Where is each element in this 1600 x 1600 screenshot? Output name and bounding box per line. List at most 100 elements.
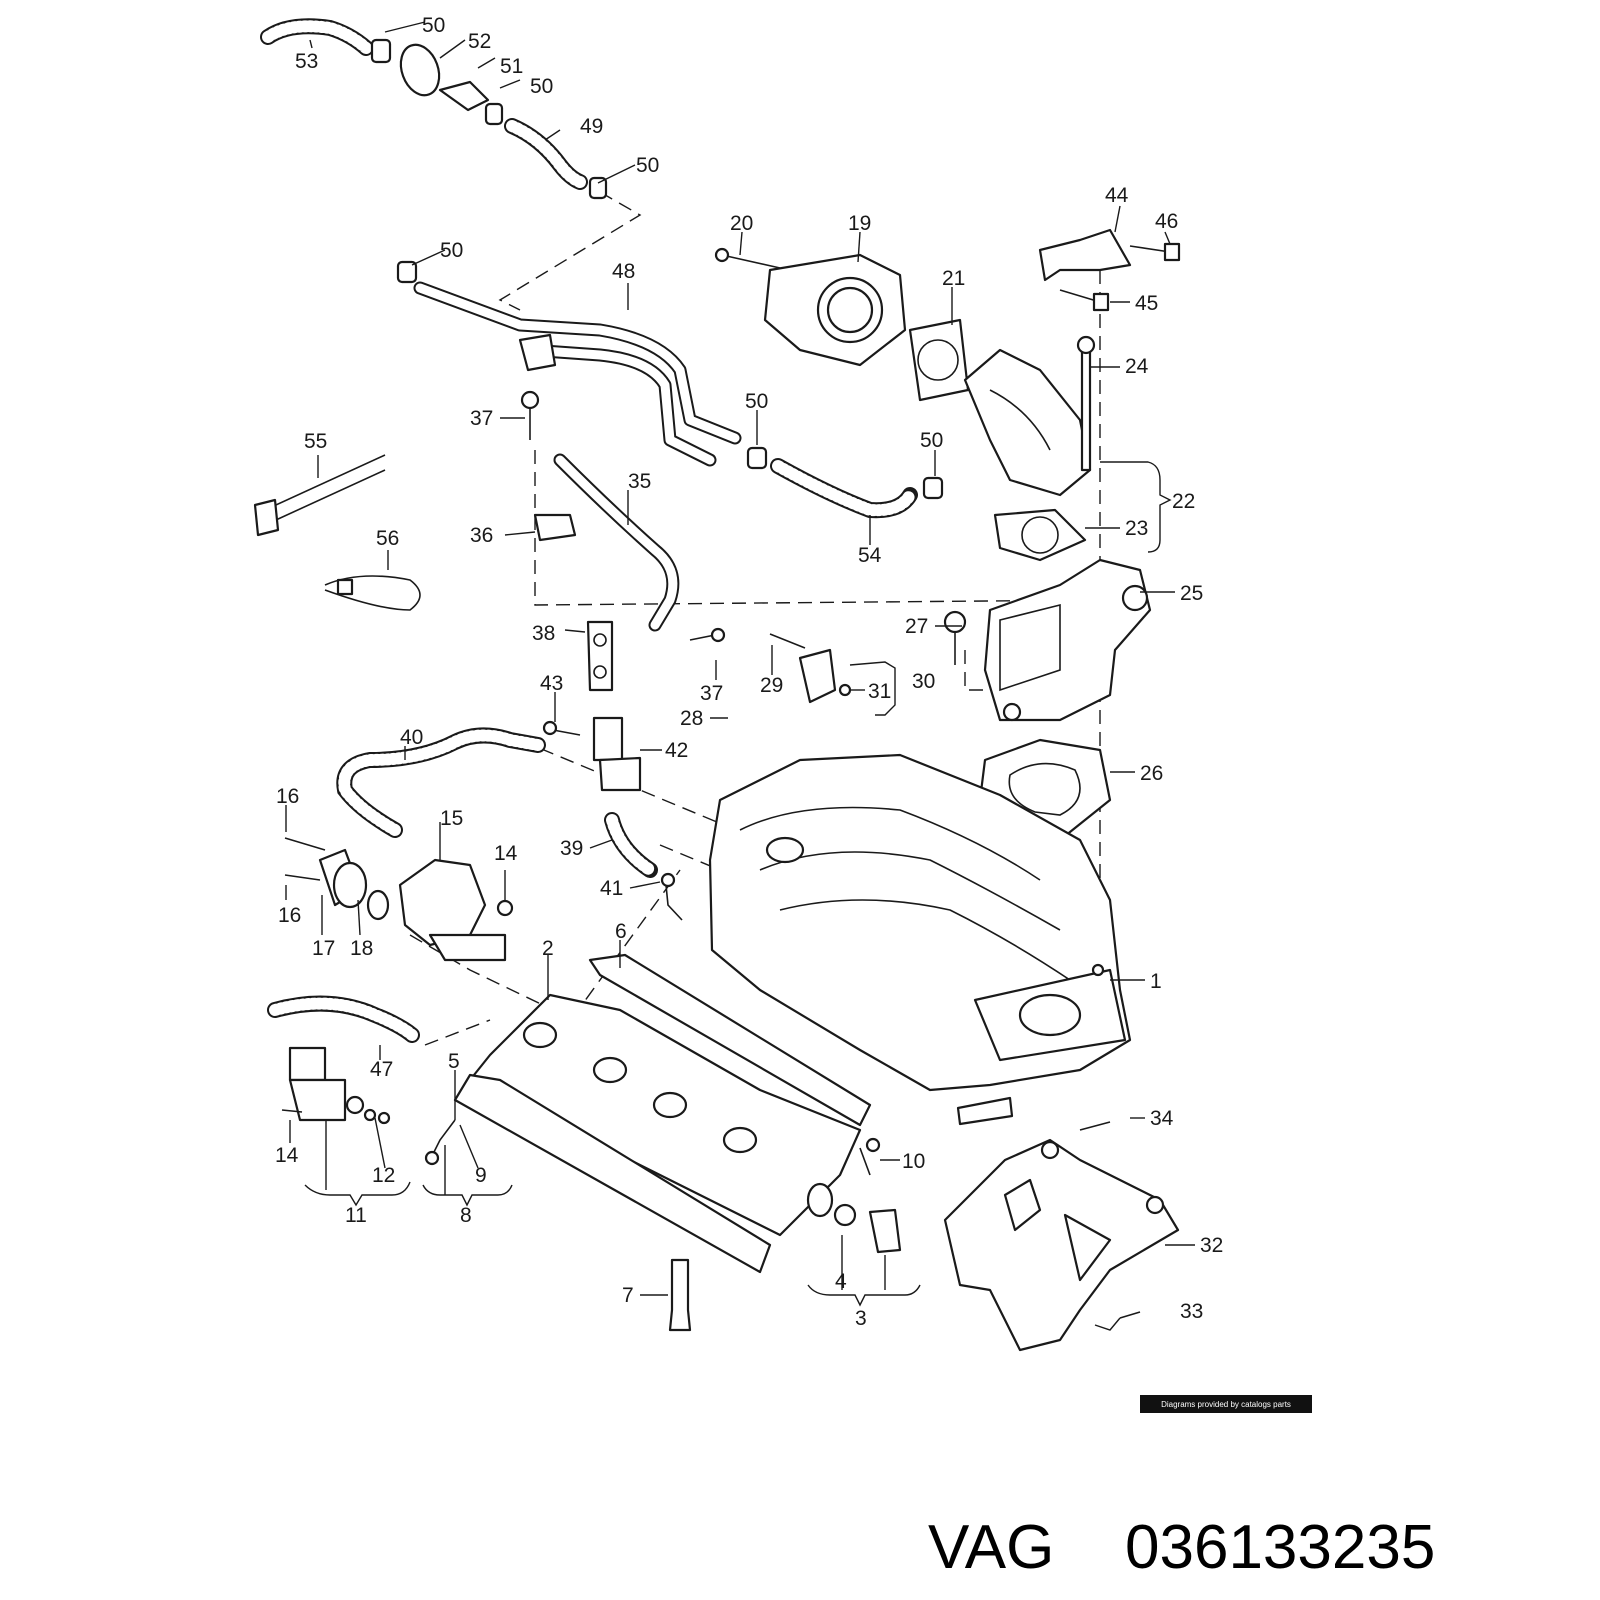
elbow-gasket: [993, 508, 1087, 562]
callout-6: 6: [615, 920, 627, 943]
callout-20: 20: [730, 212, 753, 235]
part-caption: VAG 036133235: [928, 1513, 1435, 1582]
callout-47: 47: [370, 1058, 393, 1081]
callout-4: 4: [835, 1270, 847, 1293]
vacuum-actuator: [284, 837, 514, 962]
callout-11: 11: [345, 1204, 367, 1227]
leader-lines: [285, 21, 1195, 1331]
callout-37-upper: 37: [470, 407, 493, 430]
callout-50-e: 50: [745, 390, 768, 413]
callout-1: 1: [1150, 970, 1162, 993]
callout-16-lower: 16: [278, 904, 301, 927]
credit-badge: Diagrams provided by catalogs parts: [1140, 1395, 1312, 1413]
callout-14-lower: 14: [275, 1144, 299, 1167]
elbow-stud: [1080, 343, 1092, 472]
callout-26: 26: [1140, 762, 1163, 785]
callout-25: 25: [1180, 582, 1203, 605]
callout-18: 18: [350, 937, 373, 960]
callout-24: 24: [1125, 355, 1149, 378]
callout-32: 32: [1200, 1234, 1223, 1257]
callout-50-b: 50: [530, 75, 553, 98]
callout-12: 12: [372, 1164, 395, 1187]
callout-51: 51: [500, 55, 523, 78]
return-hose: [746, 446, 944, 519]
hose-clamp: [922, 476, 944, 500]
callout-55: 55: [304, 430, 327, 453]
callout-3: 3: [855, 1307, 867, 1330]
callout-29: 29: [760, 674, 783, 697]
callout-9: 9: [475, 1164, 487, 1187]
caption-part-number: 036133235: [1125, 1513, 1435, 1582]
check-valve: [438, 80, 490, 112]
lower-intake-runner: [453, 953, 881, 1274]
callout-56: 56: [376, 527, 399, 550]
callout-43: 43: [540, 672, 563, 695]
credit-text: Diagrams provided by catalogs parts: [1161, 1400, 1291, 1409]
pipe-gasket: [533, 513, 577, 542]
clip-ring: [399, 43, 441, 97]
callout-52: 52: [468, 30, 491, 53]
callout-48: 48: [612, 260, 635, 283]
callout-8: 8: [460, 1204, 472, 1227]
callout-14-upper: 14: [494, 842, 518, 865]
pipe-bracket: [518, 333, 557, 372]
support-bracket: [1038, 228, 1181, 312]
callout-31: 31: [868, 680, 891, 703]
callout-17: 17: [312, 937, 335, 960]
callout-10: 10: [902, 1150, 925, 1173]
flange-gasket: [586, 620, 614, 692]
intake-manifold: [708, 753, 1132, 1126]
callout-38: 38: [532, 622, 555, 645]
callout-2: 2: [542, 937, 554, 960]
callout-16-upper: 16: [276, 785, 299, 808]
egr-pipe: [520, 390, 726, 692]
callout-23: 23: [1125, 517, 1148, 540]
callout-34: 34: [1150, 1107, 1174, 1130]
cable-ties: [253, 454, 421, 611]
egr-housing: [769, 558, 1152, 722]
assembly-braces: [304, 461, 1172, 1307]
callout-50-f: 50: [920, 429, 943, 452]
hose-clamp: [396, 260, 418, 284]
callout-30: 30: [912, 670, 935, 693]
callout-46: 46: [1155, 210, 1178, 233]
egr-bolt: [943, 610, 967, 634]
solenoid-valve: [592, 716, 624, 762]
vacuum-hose: [336, 716, 642, 838]
pipe-bolt: [520, 390, 540, 410]
callout-labels: 1 2 3 4 5 6 7 8 9 10 11 12 14 14 15 16 1…: [275, 14, 1223, 1330]
callout-45: 45: [1135, 292, 1158, 315]
caption-brand: VAG: [928, 1513, 1054, 1582]
small-hoses: [604, 812, 683, 921]
callout-39: 39: [560, 837, 583, 860]
callout-49: 49: [580, 115, 603, 138]
callout-33: 33: [1180, 1300, 1203, 1323]
hose-clamp: [484, 102, 504, 126]
callout-36: 36: [470, 524, 493, 547]
callout-53: 53: [295, 50, 318, 73]
hose-clamp: [746, 446, 768, 470]
vent-hose-assembly: [260, 18, 608, 200]
callout-35: 35: [628, 470, 651, 493]
intake-elbow: [963, 335, 1096, 562]
callout-21: 21: [942, 267, 965, 290]
callout-22: 22: [1172, 490, 1195, 513]
callout-7: 7: [622, 1284, 634, 1307]
plug: [868, 1208, 902, 1254]
callout-15: 15: [440, 807, 463, 830]
callout-42: 42: [665, 739, 688, 762]
callout-19: 19: [848, 212, 871, 235]
temperature-sensor: [668, 1258, 692, 1332]
callout-50-d: 50: [440, 239, 463, 262]
runner-gasket: [588, 953, 872, 1127]
hose-clamp: [588, 176, 608, 200]
throttle-bolt: [721, 254, 781, 269]
coolant-pipe: [396, 260, 742, 467]
callout-37-lower: 37: [700, 682, 723, 705]
manifold-support: [943, 1121, 1180, 1352]
callout-54: 54: [858, 544, 882, 567]
throttle-body: [714, 247, 970, 402]
solenoid-valve-assembly: [267, 995, 456, 1166]
egr-sensor: [798, 648, 837, 704]
